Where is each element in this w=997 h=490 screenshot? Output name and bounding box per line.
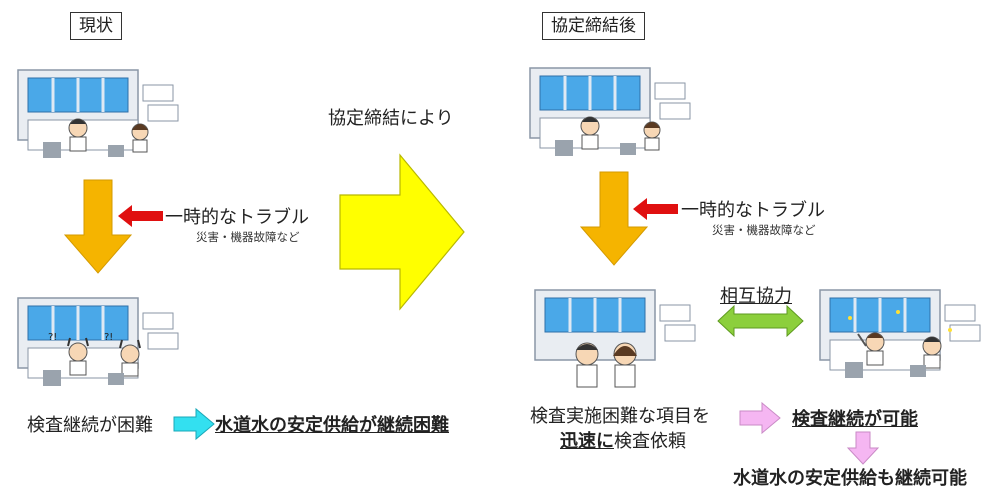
after-agreement-label: 協定締結後 xyxy=(542,12,645,40)
water-plant-illustration-normal-right xyxy=(529,67,691,156)
pink-right-arrow xyxy=(739,401,781,435)
mutual-cooperation-label: 相互協力 xyxy=(720,286,792,307)
down-arrow-right xyxy=(579,171,649,266)
trouble-arrow-right xyxy=(633,198,678,220)
request-line-2: 迅速に検査依頼 xyxy=(560,427,686,453)
request-quickly-label: 迅速に xyxy=(560,431,614,452)
svg-text:?!: ?! xyxy=(104,332,113,343)
trouble-sub-label-right: 災害・機器故障など xyxy=(712,223,816,237)
water-plant-illustration-normal-left xyxy=(17,69,179,158)
supply-difficult-label: 水道水の安定供給が継続困難 xyxy=(215,415,449,436)
water-plant-illustration-requesting xyxy=(534,289,696,388)
big-yellow-right-arrow xyxy=(339,153,465,311)
water-plant-illustration-trouble-left: ?! ?! xyxy=(17,297,179,386)
down-arrow-left xyxy=(63,179,133,274)
partner-water-plant-illustration xyxy=(819,289,981,378)
request-rest-label: 検査依頼 xyxy=(614,431,686,452)
trouble-label-left: 一時的なトラブル xyxy=(165,207,309,228)
inspection-difficult-label: 検査継続が困難 xyxy=(27,415,153,436)
inspection-possible-label: 検査継続が可能 xyxy=(792,409,918,430)
trouble-label-right: 一時的なトラブル xyxy=(681,200,825,221)
request-line-1: 検査実施困難な項目を xyxy=(530,406,710,427)
mutual-double-arrow xyxy=(717,304,804,338)
agreement-caption: 協定締結により xyxy=(328,108,454,129)
svg-text:?!: ?! xyxy=(48,332,57,343)
pink-down-arrow xyxy=(846,431,880,465)
supply-continuable-label: 水道水の安定供給も継続可能 xyxy=(733,468,967,489)
cyan-right-arrow xyxy=(173,407,215,441)
trouble-arrow-left xyxy=(118,205,163,227)
current-state-label: 現状 xyxy=(70,12,122,40)
trouble-sub-label-left: 災害・機器故障など xyxy=(196,230,300,244)
